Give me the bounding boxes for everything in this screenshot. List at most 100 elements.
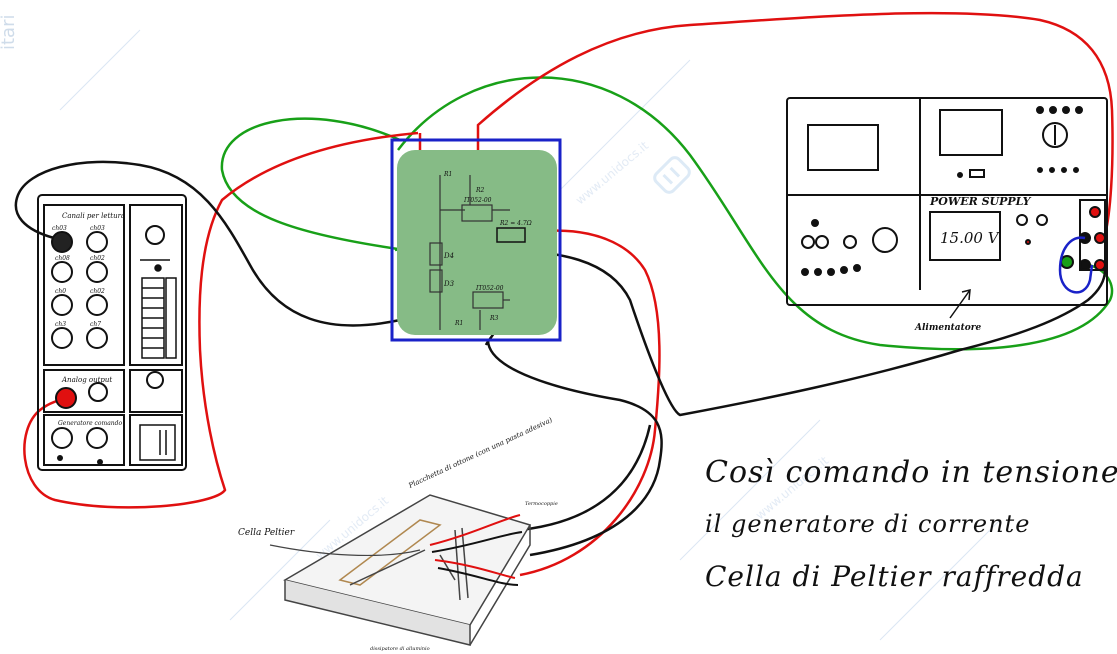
- panel-title: Canali per lettura: [62, 212, 125, 220]
- circuit-label: IT052-00: [463, 197, 492, 204]
- channel-connector-icon: [146, 371, 164, 389]
- probe-label: Termocoppie: [525, 501, 558, 507]
- ps-caption: Alimentatore: [914, 323, 982, 333]
- channel-label: ch02: [90, 255, 105, 262]
- channel-connector-icon: [51, 231, 73, 253]
- blue-jumper-wire: [1058, 236, 1094, 294]
- analog-output-label: Analog output: [61, 376, 112, 384]
- knob-icon: [57, 455, 63, 461]
- ps-knob-icon: [815, 235, 829, 249]
- ps-dot-icon: [814, 268, 822, 276]
- black-wire-panel: [14, 160, 401, 327]
- channel-connector-icon: [86, 294, 108, 316]
- channel-connector-icon: [86, 327, 108, 349]
- ps-dial-icon: [1036, 214, 1048, 226]
- channel-labels: ch03 ch03 ch08 ch02 ch0 ch02 ch3 ch7: [52, 225, 105, 328]
- cella-label-text: Cella Peltier: [238, 528, 295, 538]
- channel-label: ch3: [55, 321, 66, 328]
- circuit-schematic: [429, 175, 510, 330]
- cella-pointer: [269, 544, 421, 557]
- channel-connector-icon: [88, 382, 108, 402]
- channel-label: ch0: [55, 288, 66, 295]
- ps-dot-icon: [827, 268, 835, 276]
- note-line-3: Cella di Peltier raffredda: [705, 560, 1084, 593]
- ps-dot-icon: [811, 219, 819, 227]
- ps-dot-icon: [957, 172, 963, 178]
- channel-connector-icon: [51, 327, 73, 349]
- channel-connectors: [51, 225, 165, 449]
- watermark-logo-icon: [653, 156, 691, 194]
- terminal-green-icon: [1060, 255, 1074, 269]
- channel-label: ch02: [90, 288, 105, 295]
- channel-label: ch08: [55, 255, 70, 262]
- cella-label: Cella Peltier: [238, 528, 295, 538]
- ps-dot-icon: [1049, 106, 1057, 114]
- note-line-2: il generatore di corrente: [705, 510, 1031, 538]
- watermark-side-text: itari: [0, 15, 19, 51]
- ps-dot-icon: [1061, 167, 1067, 173]
- terminal-red-icon: [1094, 232, 1106, 244]
- red-wire-top: [476, 11, 1114, 236]
- channel-connector-icon: [145, 225, 165, 245]
- daq-panel: [37, 194, 187, 471]
- circuit-label: IT052-00: [475, 285, 504, 292]
- channel-connector-icon: [51, 294, 73, 316]
- blue-frame: [390, 138, 562, 342]
- channel-connector-icon: [51, 427, 73, 449]
- ps-dot-icon: [801, 268, 809, 276]
- watermark-lines: [59, 29, 1001, 641]
- resistor-r2: [496, 227, 526, 243]
- ps-dot-icon: [1073, 167, 1079, 173]
- black-wire-down: [486, 339, 663, 557]
- knob-icon: [97, 459, 103, 465]
- green-board: [397, 150, 557, 335]
- ps-dot-icon: [1037, 167, 1043, 173]
- black-wire-to-ps: [491, 248, 1107, 417]
- terminal-red-icon: [1025, 239, 1031, 245]
- ps-dot-icon: [1062, 106, 1070, 114]
- channel-label: ch03: [90, 225, 105, 232]
- green-wire-right: [397, 76, 1114, 351]
- analog-output-connector-icon: [55, 387, 77, 409]
- circuit-label: D3: [443, 280, 455, 288]
- ps-knob-icon: [801, 235, 815, 249]
- plate-label: Placchetta di ottone (con una pasta ades…: [407, 416, 554, 490]
- channel-connector-icon: [86, 261, 108, 283]
- peltier-leads: [429, 514, 523, 586]
- circuit-labels: R1 R2 IT052-00 IT052-00 R2 = 4.7Ω D4 D3 …: [443, 171, 532, 327]
- ps-knob-icon: [843, 235, 857, 249]
- ps-dot-icon: [1075, 106, 1083, 114]
- generator-command-label: Generatore comando: [58, 420, 122, 427]
- circuit-label: R1: [443, 171, 452, 178]
- channel-connector-icon: [86, 427, 108, 449]
- circuit-label: R2 = 4.7Ω: [499, 220, 532, 227]
- switch-bank: [139, 259, 177, 461]
- channel-connector-icon: [51, 261, 73, 283]
- ps-knob-icon: [872, 227, 898, 253]
- ps-dot-icon: [1049, 167, 1055, 173]
- ps-caption-arrow: [949, 289, 971, 319]
- channel-label: ch03: [52, 225, 67, 232]
- green-wire-left: [220, 117, 406, 252]
- terminal-red-icon: [1089, 206, 1101, 218]
- ps-controls: [801, 106, 1083, 276]
- circuit-label: R2: [475, 187, 485, 194]
- red-wire-left-loop: [23, 131, 419, 509]
- ps-dot-icon: [853, 264, 861, 272]
- peltier-assembly: [283, 494, 532, 646]
- watermark-text-3: www.unidocs.it: [573, 138, 651, 207]
- circuit-label: D4: [443, 252, 454, 260]
- terminal-red-icon: [1094, 259, 1106, 271]
- ps-dial-icon: [1016, 214, 1028, 226]
- heatsink-label: dissipatore di alluminio: [370, 646, 430, 652]
- ps-dot-icon: [1036, 106, 1044, 114]
- ps-dot-icon: [840, 266, 848, 274]
- channel-connector-icon: [86, 231, 108, 253]
- ps-display: 15.00 V: [940, 229, 1001, 247]
- circuit-label: R3: [489, 315, 499, 322]
- black-wire-peltier: [519, 424, 652, 532]
- note-line-1: Così comando in tensione: [705, 455, 1117, 490]
- channel-label: ch7: [90, 321, 101, 328]
- terminal-black-icon: [1079, 259, 1091, 271]
